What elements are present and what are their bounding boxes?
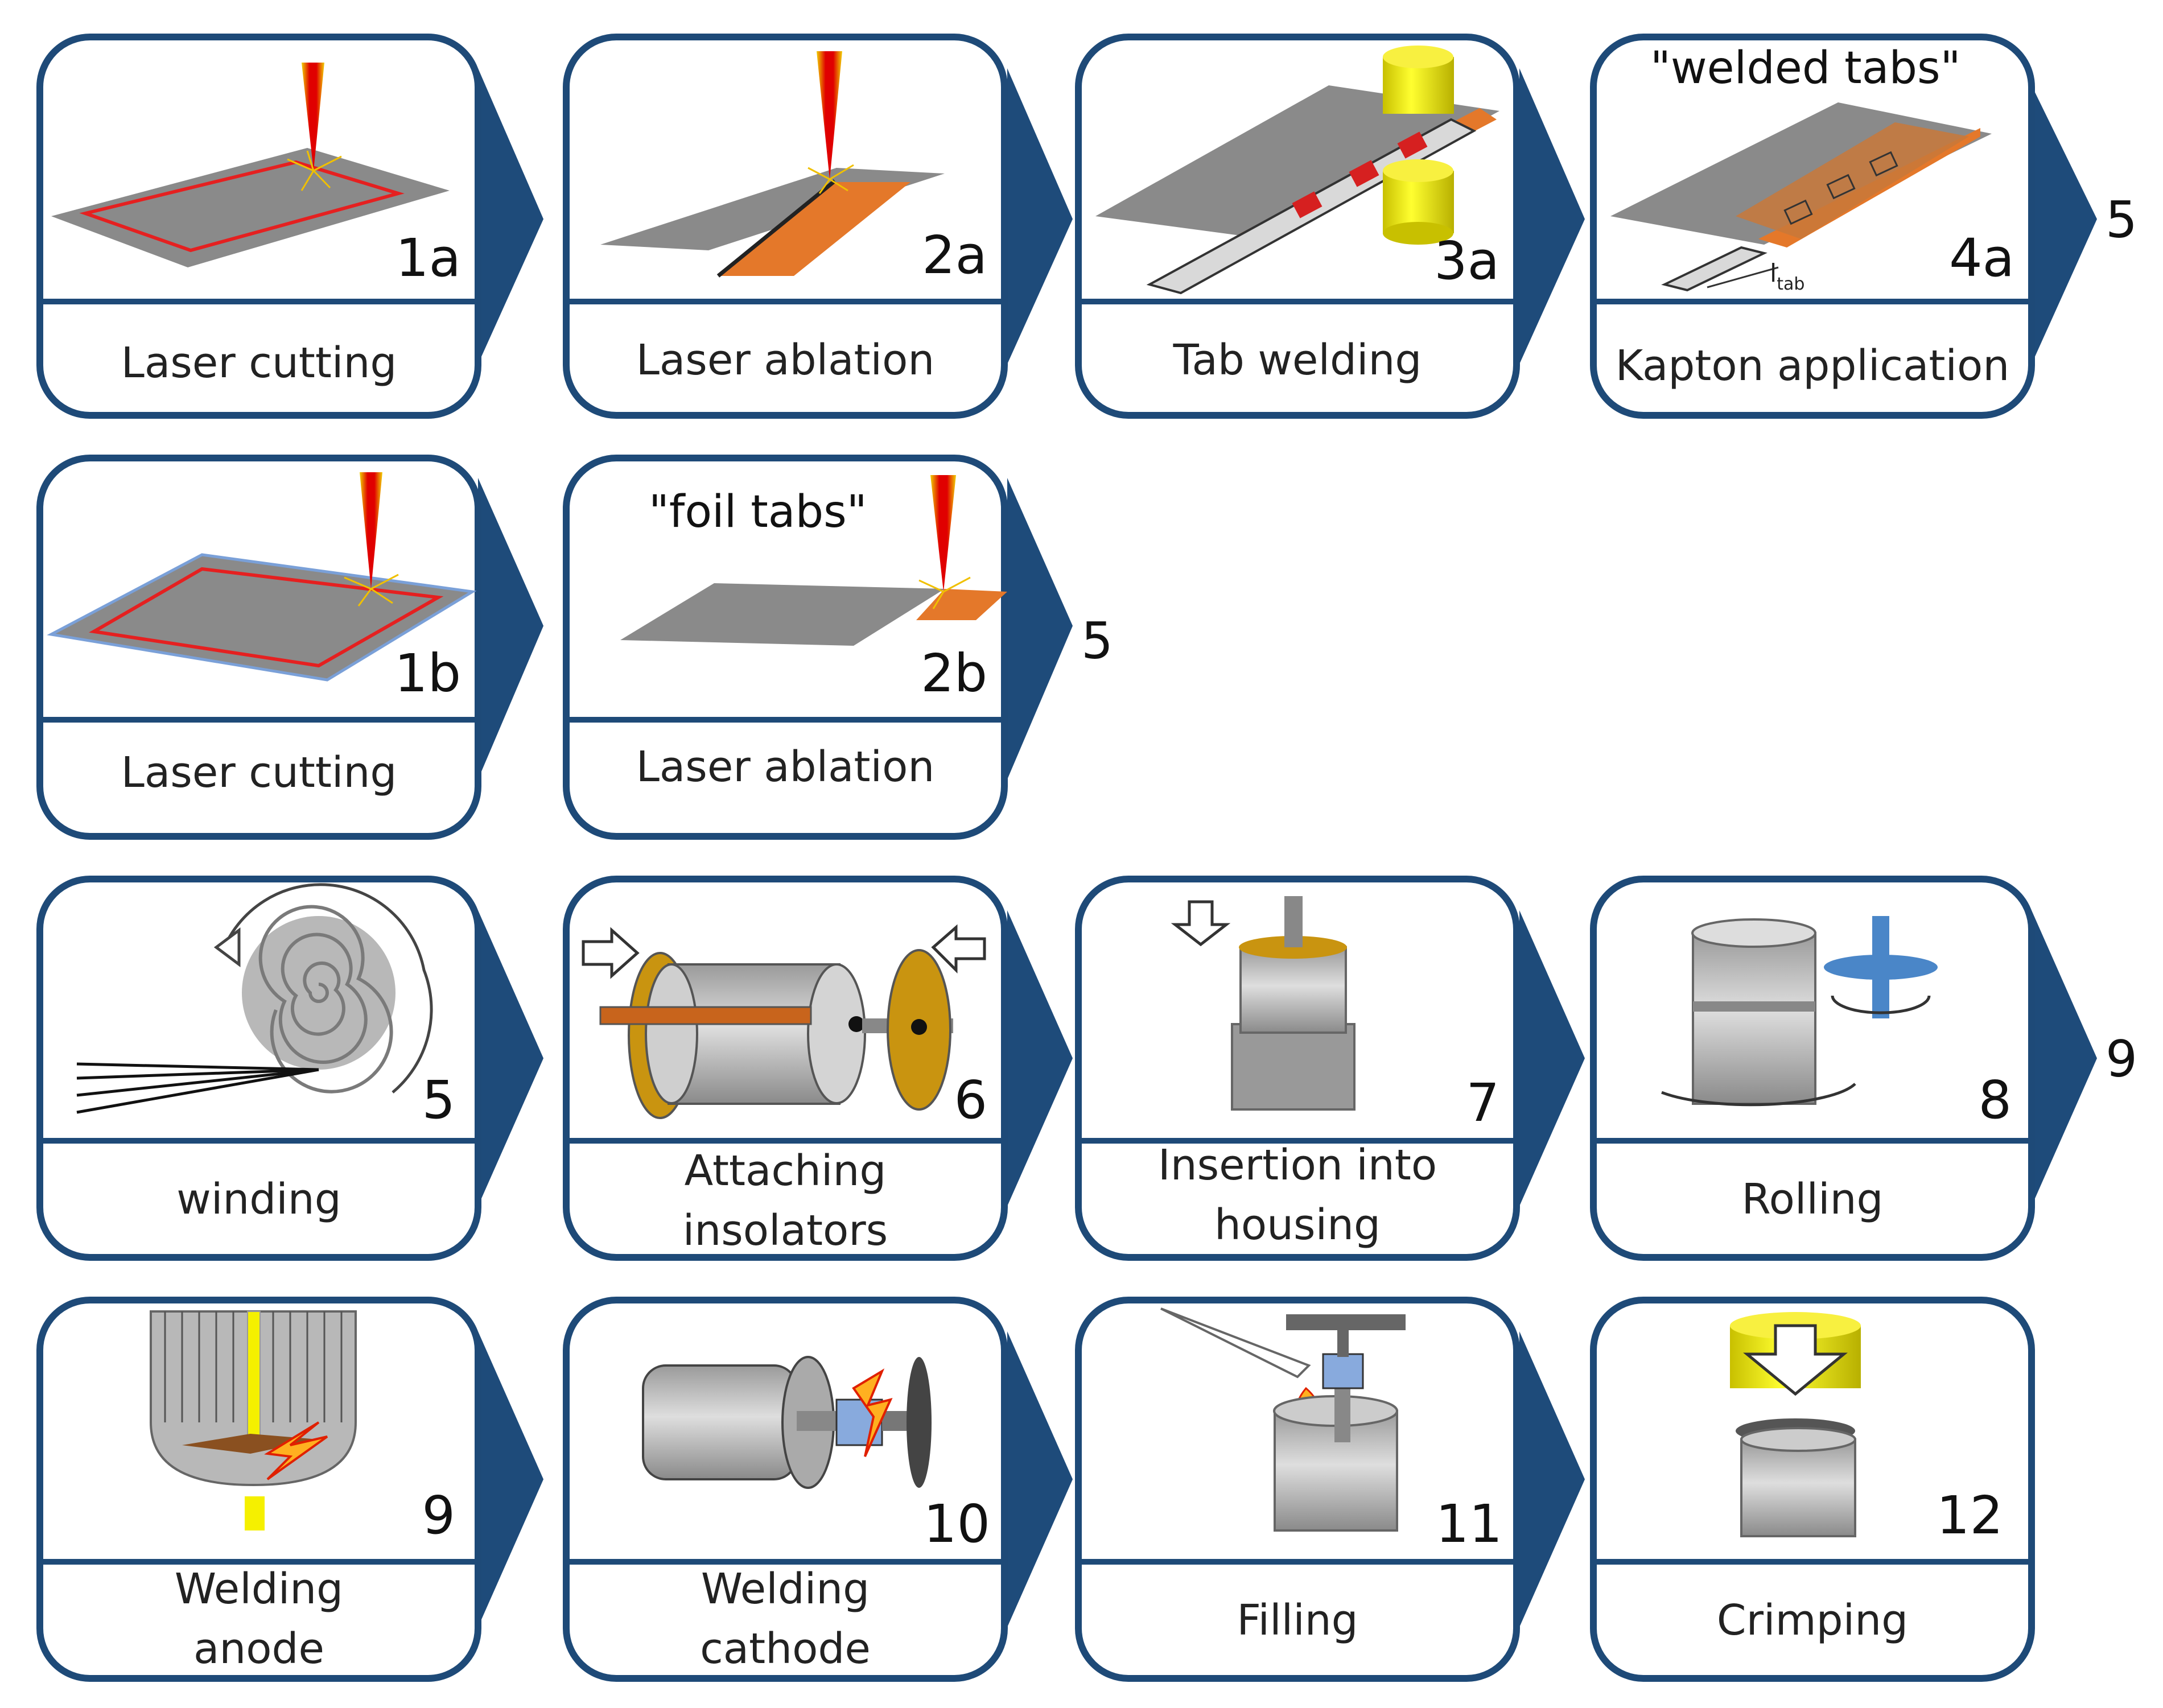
step-7-number: 7 bbox=[1466, 1072, 1499, 1133]
illustration-2a bbox=[600, 51, 945, 278]
flow-arrow-1a-2a bbox=[478, 68, 543, 364]
step-2a-number: 2a bbox=[922, 225, 987, 286]
step-3a-number: 3a bbox=[1434, 230, 1499, 291]
flow-arrow-11-12 bbox=[1519, 1331, 1585, 1627]
step-1a-number: 1a bbox=[395, 228, 461, 288]
step-8-number: 8 bbox=[1978, 1070, 2012, 1131]
flow-arrow-1b-2b bbox=[478, 478, 543, 779]
flow-arrow-4a-5 bbox=[2032, 85, 2097, 364]
step-12-label: Crimping bbox=[1716, 1596, 1909, 1645]
flow-arrow-6-7 bbox=[1007, 910, 1073, 1206]
step-6-label-line1: Attaching bbox=[684, 1146, 887, 1195]
step-4a-number: 4a bbox=[1949, 228, 2014, 288]
step-9-label-line1: Welding bbox=[174, 1565, 344, 1614]
step-7-label-line1: Insertion into bbox=[1157, 1141, 1437, 1190]
flow-arrow-10-11 bbox=[1007, 1331, 1073, 1627]
flow-arrow-5-6 bbox=[478, 910, 543, 1206]
step-2a-label: Laser ablation bbox=[636, 336, 935, 385]
illustration-3a bbox=[1095, 46, 1499, 295]
illustration-7 bbox=[1171, 896, 1356, 1111]
illustration-6 bbox=[582, 924, 986, 1119]
card-dividers bbox=[42, 299, 2030, 1565]
step-7-label-line2: housing bbox=[1214, 1200, 1381, 1249]
foil-tabs-note: "foil tabs" bbox=[649, 486, 867, 538]
card-2b bbox=[563, 455, 1008, 840]
step-10-label-line1: Welding bbox=[701, 1565, 870, 1614]
step-9-number: 9 bbox=[422, 1485, 455, 1546]
step-5-label: winding bbox=[176, 1175, 341, 1224]
flow-arrow-8-9 bbox=[2032, 910, 2097, 1206]
step-1b-label: Laser cutting bbox=[121, 748, 397, 797]
flow-arrow-2a-3a bbox=[1007, 68, 1073, 364]
illustration-1a bbox=[51, 63, 450, 267]
flow-arrows bbox=[478, 68, 2097, 1627]
step-3a-label: Tab welding bbox=[1173, 336, 1422, 385]
card-9 bbox=[36, 1297, 481, 1682]
tab-length-label: ltab bbox=[1770, 259, 1804, 294]
illustration-8 bbox=[1661, 916, 1938, 1107]
step-11-number: 11 bbox=[1435, 1494, 1502, 1554]
step-1a-label: Laser cutting bbox=[121, 339, 397, 387]
illustration-2b bbox=[620, 475, 1007, 646]
step-1b-number: 1b bbox=[394, 643, 461, 704]
row2-continuation: 5 bbox=[1081, 612, 1113, 670]
step-6-number: 6 bbox=[954, 1070, 987, 1131]
step-2b-label: Laser ablation bbox=[636, 742, 935, 791]
illustration-11 bbox=[1160, 1307, 1406, 1532]
flow-arrow-7-8 bbox=[1519, 910, 1585, 1206]
step-11-label: Filling bbox=[1237, 1596, 1358, 1645]
welded-tabs-note: "welded tabs" bbox=[1650, 43, 1961, 94]
step-12-number: 12 bbox=[1936, 1485, 2003, 1546]
illustration-1b bbox=[47, 472, 477, 682]
step-4a-label: Kapton application bbox=[1615, 341, 2010, 390]
flow-arrow-3a-4a bbox=[1519, 68, 1585, 364]
illustration-4a bbox=[1610, 102, 1992, 292]
illustration-10 bbox=[642, 1356, 932, 1489]
tab-length-subscript: tab bbox=[1777, 274, 1805, 294]
illustration-9 bbox=[150, 1310, 357, 1530]
step-5-number: 5 bbox=[422, 1070, 455, 1131]
row3-continuation: 9 bbox=[2106, 1030, 2137, 1088]
row1-continuation: 5 bbox=[2106, 191, 2137, 249]
step-10-label-line2: cathode bbox=[700, 1624, 871, 1673]
illustration-5 bbox=[76, 883, 433, 1114]
flow-arrow-2b-5 bbox=[1007, 478, 1073, 779]
step-6-label-line2: insolators bbox=[682, 1206, 888, 1255]
step-10-number: 10 bbox=[923, 1494, 990, 1554]
tab-length-symbol: l bbox=[1770, 259, 1777, 288]
flow-arrow-9-10 bbox=[478, 1331, 543, 1627]
step-9-label-line2: anode bbox=[193, 1624, 325, 1673]
step-2b-number: 2b bbox=[921, 643, 987, 704]
step-8-label: Rolling bbox=[1741, 1175, 1884, 1224]
illustration-12 bbox=[1730, 1312, 1861, 1537]
